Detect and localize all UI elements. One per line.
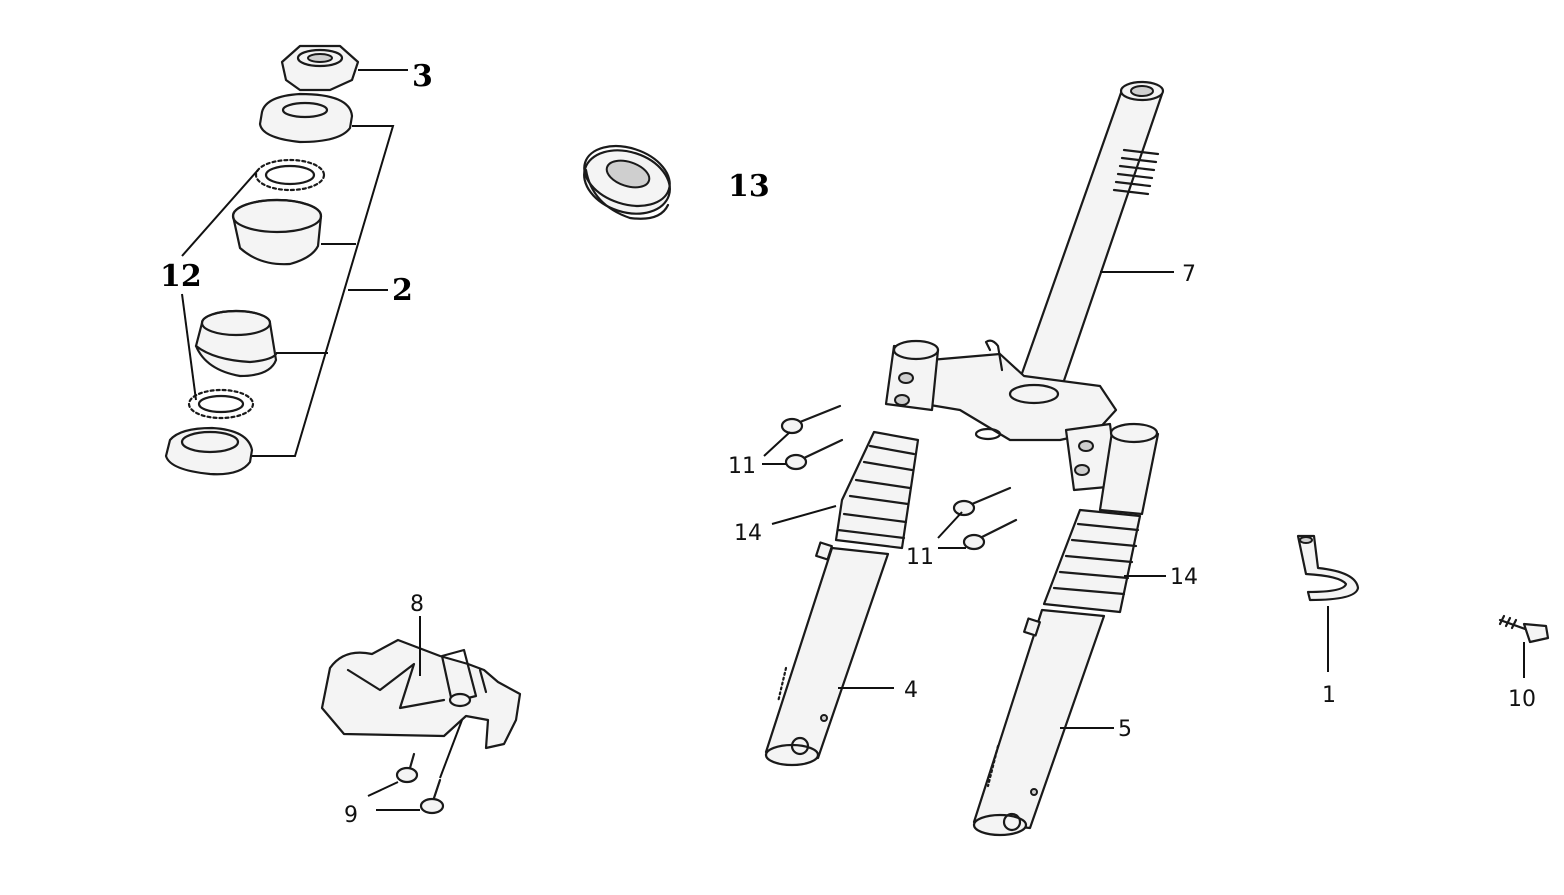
callout-11-left: 11 <box>728 454 756 479</box>
bolt-11-upper-left <box>780 404 842 435</box>
adjusting-nut <box>258 92 354 144</box>
leader-9-upper <box>367 781 399 797</box>
callout-4: 4 <box>904 678 918 703</box>
screw-9-lower <box>419 778 445 815</box>
callout-1: 1 <box>1322 683 1336 708</box>
right-fork-boot <box>1042 508 1142 614</box>
left-fork-tube <box>764 541 890 767</box>
steering-stem <box>1012 80 1165 406</box>
callout-5: 5 <box>1118 717 1132 742</box>
leader-9-to-cover <box>439 719 463 779</box>
leader-2-group <box>252 125 395 457</box>
fork-cover <box>320 638 522 750</box>
upper-cup <box>231 198 323 266</box>
leader-12-lower <box>181 293 197 401</box>
leader-14a <box>771 505 837 525</box>
top-lock-nut <box>280 44 360 92</box>
bracket <box>1296 534 1360 602</box>
callout-10: 10 <box>1508 687 1536 712</box>
leader-11b-upper <box>937 511 963 539</box>
dust-seal <box>583 145 671 220</box>
callout-8: 8 <box>410 592 424 617</box>
callout-12: 12 <box>160 259 202 294</box>
lower-cup <box>164 426 254 476</box>
lower-cone <box>194 309 278 378</box>
left-fork-clamp <box>884 339 940 412</box>
callout-7: 7 <box>1182 262 1196 287</box>
callout-11-mid: 11 <box>906 545 934 570</box>
callout-14-right: 14 <box>1170 565 1198 590</box>
upper-ball-race <box>254 158 326 192</box>
right-fork-clamp <box>1064 422 1160 516</box>
callout-9: 9 <box>344 803 358 828</box>
bolt-10 <box>1498 614 1550 644</box>
callout-3: 3 <box>412 59 433 94</box>
callout-2: 2 <box>392 273 413 308</box>
leader-11a-upper <box>763 431 791 457</box>
bolt-11-lower-mid <box>962 518 1018 551</box>
fork-bridge <box>922 339 1118 442</box>
bolt-11-upper-mid <box>952 486 1012 517</box>
leader-12-upper <box>181 169 259 257</box>
callout-14-left: 14 <box>734 521 762 546</box>
screw-9-upper <box>395 752 419 784</box>
callout-13: 13 <box>728 169 770 204</box>
right-fork-tube <box>972 608 1106 837</box>
lower-ball-race <box>187 388 255 420</box>
left-fork-boot <box>834 430 920 550</box>
bolt-11-lower-left <box>784 438 844 471</box>
